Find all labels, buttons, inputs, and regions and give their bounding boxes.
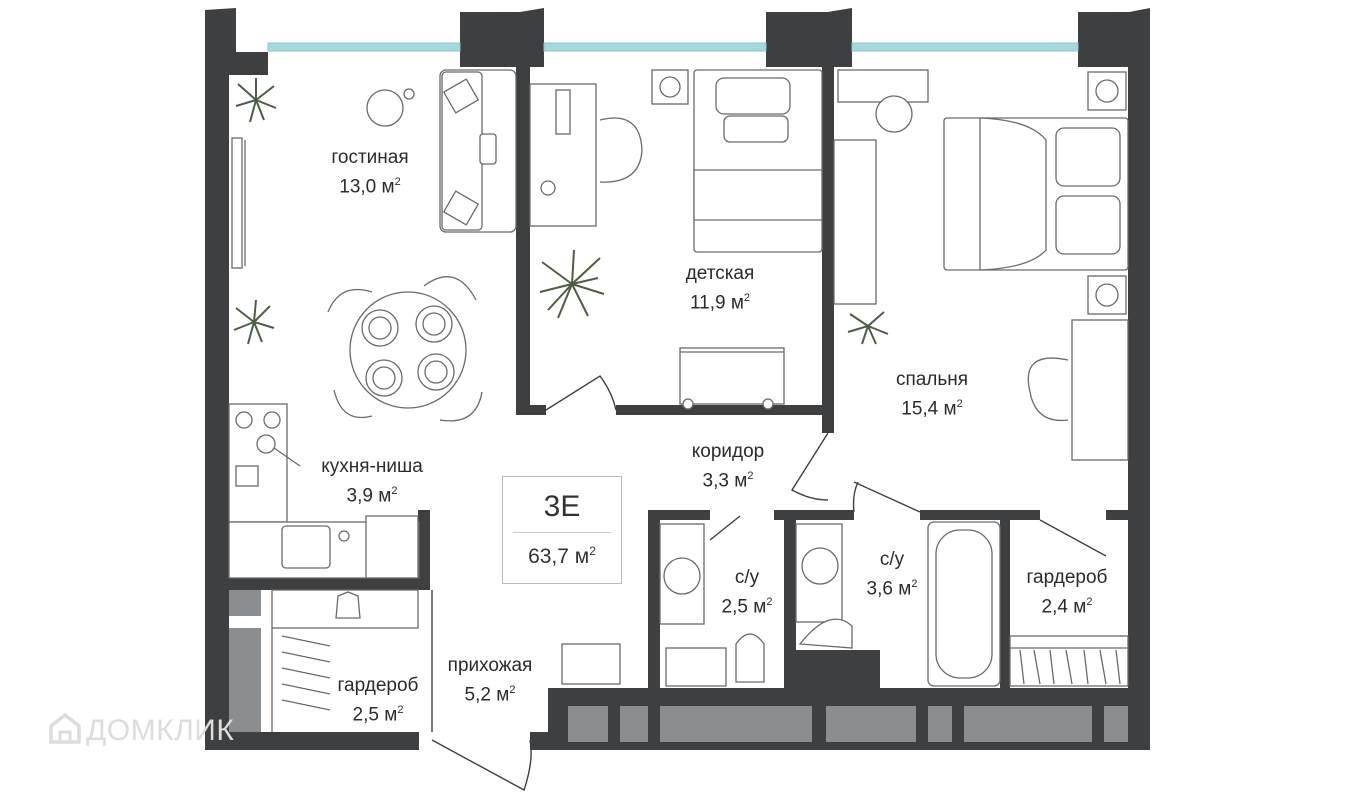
room-wardrobe-right-name: гардероб [1026, 567, 1108, 588]
room-wardrobe-left-name: гардероб [337, 675, 419, 696]
room-bedroom: спальня 15,4 м2 [864, 368, 1000, 421]
kids-furniture [529, 69, 823, 410]
room-wardrobe-right: гардероб 2,4 м2 [1006, 566, 1128, 619]
watermark: ДОМКЛИК [48, 712, 234, 752]
room-bedroom-area: 15,4 м2 [901, 398, 963, 420]
room-wardrobe-left-area: 2,5 м2 [352, 704, 404, 726]
room-bath-2: с/у 3,6 м2 [850, 548, 934, 601]
room-bath-2-area: 3,6 м2 [866, 578, 918, 600]
room-hallway-name: прихожая [447, 655, 533, 676]
room-bath-1-name: с/у [734, 567, 760, 588]
living-furniture [231, 88, 415, 269]
plants [233, 78, 889, 345]
room-bedroom-name: спальня [895, 369, 969, 390]
bathroom-fixtures [561, 521, 1001, 687]
room-wardrobe-right-area: 2,4 м2 [1041, 596, 1093, 618]
apartment-code: 3Е [543, 490, 581, 523]
wardrobe-fittings [271, 589, 1129, 732]
room-living-name: гостиная [331, 147, 409, 168]
sofa [439, 69, 517, 233]
room-kitchen-area: 3,9 м2 [346, 485, 398, 507]
room-corridor: коридор 3,3 м2 [660, 440, 796, 493]
windows [267, 42, 1079, 52]
room-living: гостиная 13,0 м2 [302, 146, 438, 199]
storage-blocks [229, 590, 1128, 742]
dining-set [327, 276, 483, 422]
apartment-badge: 3Е 63,7 м2 [502, 476, 622, 584]
house-icon [48, 712, 82, 752]
kitchen-furniture [228, 403, 420, 579]
room-kids: детская 11,9 м2 [652, 262, 788, 315]
room-hallway: прихожая 5,2 м2 [420, 654, 560, 707]
apartment-total-area: 63,7 м2 [528, 544, 596, 568]
room-corridor-name: коридор [691, 441, 765, 462]
room-kids-area: 11,9 м2 [689, 292, 751, 314]
room-bath-1: с/у 2,5 м2 [704, 566, 790, 619]
room-kitchen-name: кухня-ниша [321, 456, 423, 477]
badge-divider [513, 532, 611, 533]
bedroom-furniture [833, 69, 1129, 461]
room-wardrobe-left: гардероб 2,5 м2 [312, 674, 444, 727]
watermark-text: ДОМКЛИК [86, 714, 235, 747]
room-hallway-area: 5,2 м2 [464, 684, 516, 706]
room-kitchen: кухня-ниша 3,9 м2 [304, 455, 440, 508]
room-bath-1-area: 2,5 м2 [721, 596, 773, 618]
room-corridor-area: 3,3 м2 [702, 470, 754, 492]
room-living-area: 13,0 м2 [339, 176, 401, 198]
door-swings [431, 375, 1107, 792]
room-kids-name: детская [685, 263, 755, 284]
room-bath-2-name: с/у [879, 549, 905, 570]
